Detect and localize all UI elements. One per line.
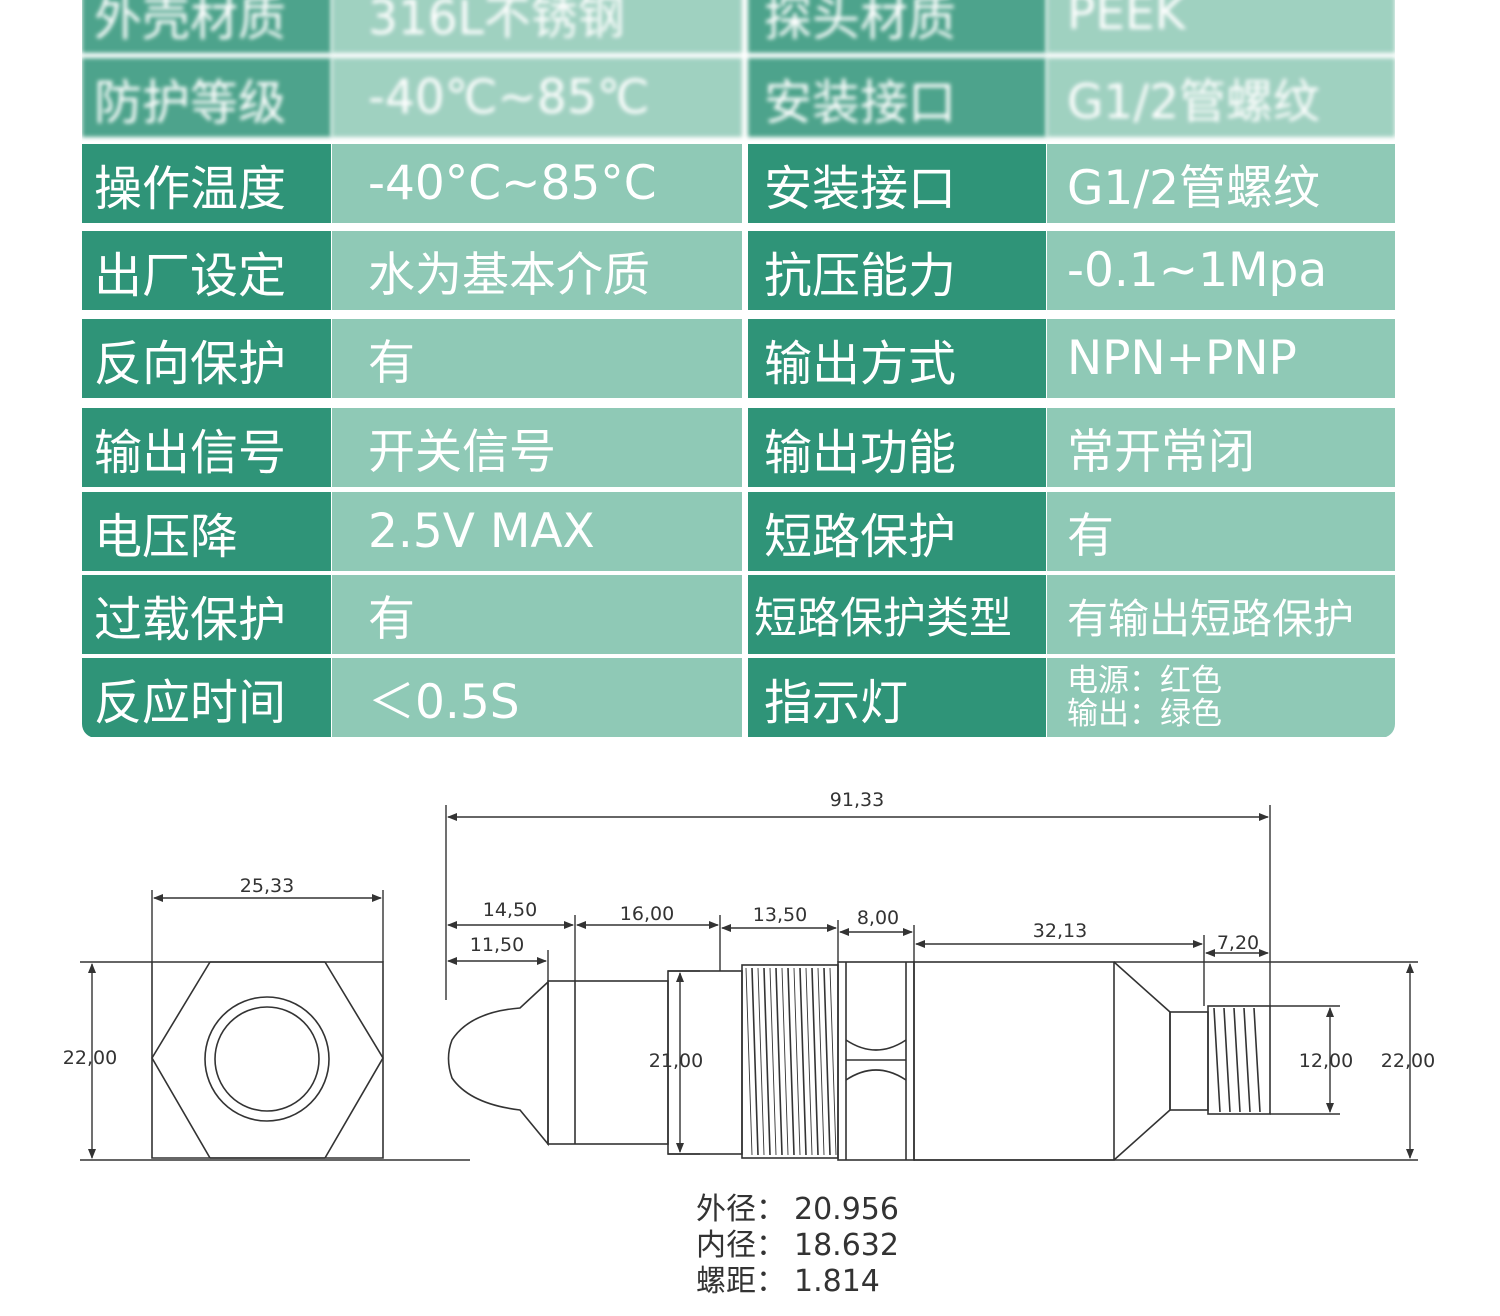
dim-21-00-label: 21,00: [649, 1050, 703, 1072]
indicator-output: 输出：绿色: [1067, 695, 1222, 732]
spec-value: ＜0.5S: [332, 658, 742, 737]
spec-label: 安装接口: [748, 144, 1046, 223]
thread-info-row: 螺距： 1.814: [696, 1264, 899, 1300]
dim-12-00-label: 12,00: [1299, 1050, 1353, 1072]
dim-total-label: 91,33: [830, 789, 884, 811]
spec-table: 外壳材质 316L不锈钢 探头材质 PEEK 防护等级 -40℃~85℃ 安装接…: [82, 0, 1395, 738]
spec-label: 出厂设定: [82, 231, 331, 310]
thread-info-row: 外径： 20.956: [696, 1192, 899, 1228]
spec-value: PEEK: [1047, 0, 1395, 53]
spec-value: -40°C~85°C: [332, 144, 742, 223]
spec-row: 过载保护 有 短路保护类型 有输出短路保护: [82, 575, 1395, 654]
spec-row: 反向保护 有 输出方式 NPN+PNP: [82, 319, 1395, 398]
dimension-drawing: 91,33 25,33 22,00 14,50 11,50 16,00 13,5…: [63, 789, 1435, 1161]
side-view-body: [447, 961, 1271, 1161]
spec-label: 短路保护类型: [748, 575, 1046, 654]
spec-row: 出厂设定 水为基本介质 抗压能力 -0.1~1Mpa: [82, 231, 1395, 310]
spec-value: G1/2管螺纹: [1047, 144, 1395, 223]
spec-label: 输出方式: [748, 319, 1046, 398]
thread-pitch-value: 1.814: [794, 1264, 880, 1299]
spec-label: 反应时间: [82, 658, 331, 737]
spec-row: 防护等级 -40℃~85℃ 安装接口 G1/2管螺纹: [82, 58, 1395, 137]
spec-row: 操作温度 -40°C~85°C 安装接口 G1/2管螺纹: [82, 144, 1395, 223]
spec-label: 输出信号: [82, 408, 331, 487]
spec-label: 短路保护: [748, 492, 1046, 571]
spec-row: 输出信号 开关信号 输出功能 常开常闭: [82, 408, 1395, 487]
spec-value: 有: [1047, 492, 1395, 571]
spec-value: 2.5V MAX: [332, 492, 742, 571]
dim-7-20-label: 7,20: [1217, 932, 1259, 954]
thread-pitch-key: 螺距：: [696, 1264, 786, 1299]
spec-value: 有: [332, 319, 742, 398]
spec-row: 反应时间 ＜0.5S 指示灯 电源：红色 输出：绿色: [82, 658, 1395, 737]
spec-value: -40℃~85℃: [332, 58, 742, 137]
dim-16-00-label: 16,00: [620, 903, 674, 925]
spec-value: 常开常闭: [1047, 408, 1395, 487]
spec-label: 外壳材质: [82, 0, 331, 53]
spec-value: -0.1~1Mpa: [1047, 231, 1395, 310]
spec-value-indicator: 电源：红色 输出：绿色: [1047, 658, 1395, 737]
spec-row: 电压降 2.5V MAX 短路保护 有: [82, 492, 1395, 571]
spec-label: 反向保护: [82, 319, 331, 398]
dim-22-00-right-label: 22,00: [1381, 1050, 1435, 1072]
dim-11-50-label: 11,50: [470, 934, 524, 956]
thread-inner-value: 18.632: [794, 1228, 899, 1263]
spec-label: 电压降: [82, 492, 331, 571]
end-view-hex: [151, 961, 384, 1159]
spec-label: 输出功能: [748, 408, 1046, 487]
dim-hex-width-label: 25,33: [240, 875, 294, 897]
spec-value: 有: [332, 575, 742, 654]
thread-info-row: 内径： 18.632: [696, 1228, 899, 1264]
spec-value: 水为基本介质: [332, 231, 742, 310]
spec-label: 指示灯: [748, 658, 1046, 737]
spec-label: 过载保护: [82, 575, 331, 654]
spec-label: 抗压能力: [748, 231, 1046, 310]
spec-value: 有输出短路保护: [1047, 575, 1395, 654]
dim-14-50-label: 14,50: [483, 899, 537, 921]
spec-label: 探头材质: [748, 0, 1046, 53]
thread-inner-key: 内径：: [696, 1228, 786, 1263]
thread-info: 外径： 20.956 内径： 18.632 螺距： 1.814: [696, 1192, 899, 1300]
spec-label: 操作温度: [82, 144, 331, 223]
indicator-power: 电源：红色: [1067, 662, 1222, 699]
thread-left: [741, 964, 839, 1159]
dim-13-50-label: 13,50: [753, 904, 807, 926]
thread-right: [1207, 1005, 1271, 1115]
spec-value: 开关信号: [332, 408, 742, 487]
spec-row: 外壳材质 316L不锈钢 探头材质 PEEK: [82, 0, 1395, 53]
spec-value: G1/2管螺纹: [1047, 58, 1395, 137]
spec-value: 316L不锈钢: [332, 0, 742, 53]
spec-label: 防护等级: [82, 58, 331, 137]
spec-label: 安装接口: [748, 58, 1046, 137]
dim-32-13-label: 32,13: [1033, 920, 1087, 942]
thread-outer-value: 20.956: [794, 1192, 899, 1227]
dim-8-00-label: 8,00: [857, 907, 899, 929]
dim-hex-height-label: 22,00: [63, 1047, 117, 1069]
thread-outer-key: 外径：: [696, 1192, 786, 1227]
spec-value: NPN+PNP: [1047, 319, 1395, 398]
